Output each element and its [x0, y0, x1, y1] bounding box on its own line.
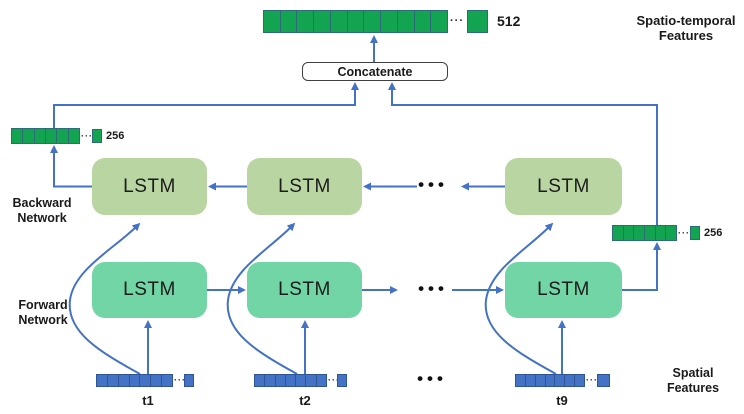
dimension-label-256-right: 256 — [704, 227, 723, 239]
backward-lstm-3: LSTM — [505, 158, 622, 215]
backward-output-bar-tail — [92, 129, 102, 143]
input-bar-t1-tail — [184, 374, 194, 387]
forward-lstm-3: LSTM — [505, 262, 622, 318]
arrow-backward-output — [50, 145, 92, 188]
feature-cell — [281, 11, 298, 32]
input-row-ellipsis: ••• — [417, 369, 447, 388]
feature-bar-ellipsis: ··· — [450, 15, 464, 27]
backward-lstm-2: LSTM — [247, 158, 362, 215]
feature-cell — [306, 375, 317, 386]
backward-row-ellipsis: ••• — [418, 175, 448, 194]
feature-cell — [634, 226, 646, 240]
feature-cell — [130, 375, 141, 386]
forward-output-bar-tail — [690, 226, 700, 240]
timestep-label-t2: t2 — [299, 393, 311, 408]
feature-cell — [398, 11, 415, 32]
feature-cell — [297, 11, 315, 32]
spatio-temporal-feature-bar-tail — [467, 10, 488, 33]
dimension-label-512: 512 — [497, 13, 521, 29]
feature-cell — [468, 11, 487, 32]
feature-cell — [338, 375, 346, 386]
feature-cell — [575, 375, 584, 386]
feature-cell — [151, 375, 163, 386]
arrow-t1-to-backward — [68, 222, 141, 375]
forward-lstm-1: LSTM — [92, 262, 207, 318]
feature-cell — [656, 226, 667, 240]
input-bar-t1 — [96, 374, 173, 387]
feature-cell — [536, 375, 546, 386]
spatial-features-label: Spatial Features — [666, 366, 720, 395]
arrow-left-bar-to-concatenate — [53, 82, 359, 128]
feature-cell — [666, 226, 676, 240]
timestep-label-t1: t1 — [142, 393, 154, 408]
feature-cell — [598, 375, 609, 386]
forward-network-label: Forward Network — [18, 298, 68, 327]
feature-cell — [613, 226, 624, 240]
feature-cell — [35, 129, 46, 143]
feature-cell — [93, 130, 101, 142]
spatio-temporal-features-label: Spatio-temporal Features — [636, 13, 736, 43]
feature-cell — [46, 129, 58, 143]
feature-cell — [140, 375, 152, 386]
backward-network-label: Backward Network — [12, 196, 72, 225]
feature-cell — [317, 375, 326, 386]
backward-output-bar — [11, 128, 80, 144]
backward-bar-ellipsis: ··· — [81, 131, 93, 141]
feature-cell — [415, 11, 432, 32]
input-bar-t9-tail — [597, 374, 610, 387]
input-bar-t2-tail — [337, 374, 347, 387]
feature-cell — [12, 129, 24, 143]
feature-cell — [97, 375, 108, 386]
feature-cell — [276, 375, 286, 386]
feature-cell — [23, 129, 35, 143]
feature-cell — [296, 375, 307, 386]
input-bar-t9 — [515, 374, 585, 387]
feature-cell — [381, 11, 398, 32]
input-bar-t2 — [254, 374, 327, 387]
concatenate-box: Concatenate — [302, 62, 448, 81]
feature-cell — [265, 375, 276, 386]
feature-cell — [516, 375, 526, 386]
arrow-forward-output — [622, 242, 661, 291]
feature-cell — [645, 226, 656, 240]
input-bar-t1-ellipsis: ··· — [174, 375, 186, 385]
forward-bar-ellipsis: ··· — [678, 228, 690, 238]
forward-lstm-2: LSTM — [247, 262, 362, 318]
feature-cell — [119, 375, 130, 386]
feature-cell — [565, 375, 576, 386]
backward-lstm-1: LSTM — [92, 158, 207, 215]
feature-cell — [108, 375, 119, 386]
feature-cell — [162, 375, 172, 386]
input-bar-t9-ellipsis: ··· — [586, 375, 598, 385]
forward-output-bar — [612, 225, 677, 241]
feature-cell — [331, 11, 348, 32]
feature-cell — [69, 129, 79, 143]
feature-cell — [624, 226, 635, 240]
feature-cell — [314, 11, 331, 32]
feature-cell — [431, 11, 447, 32]
feature-cell — [57, 129, 69, 143]
arrow-right-bar-to-concatenate — [388, 82, 658, 225]
feature-cell — [546, 375, 556, 386]
forward-row-ellipsis: ••• — [418, 279, 448, 298]
feature-cell — [286, 375, 297, 386]
input-bar-t2-ellipsis: ··· — [328, 375, 340, 385]
feature-cell — [691, 227, 699, 239]
feature-cell — [364, 11, 382, 32]
feature-cell — [348, 11, 365, 32]
dimension-label-256-left: 256 — [106, 130, 125, 142]
feature-cell — [555, 375, 566, 386]
spatio-temporal-feature-bar — [263, 10, 448, 33]
feature-cell — [264, 11, 281, 32]
arrow-t9-to-backward — [484, 222, 557, 375]
timestep-label-t9: t9 — [556, 393, 568, 408]
feature-cell — [526, 375, 536, 386]
arrow-t2-to-backward — [226, 222, 298, 375]
feature-cell — [255, 375, 266, 386]
feature-cell — [185, 375, 193, 386]
